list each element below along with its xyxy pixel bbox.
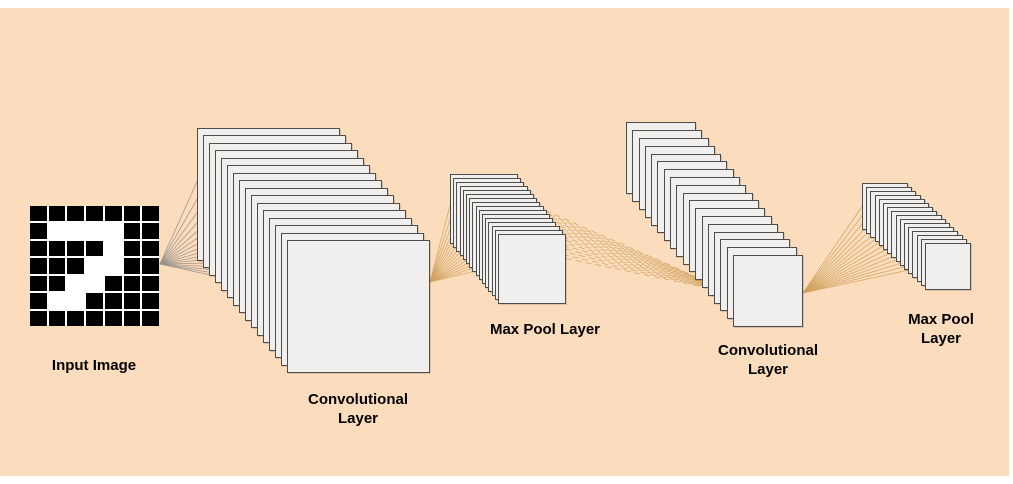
- input-pixel: [86, 206, 103, 222]
- input-image-label: Input Image: [51, 357, 137, 374]
- input-pixel: [48, 310, 66, 326]
- input-pixel: [123, 310, 141, 326]
- input-pixel: [104, 206, 122, 222]
- input-pixel: [104, 223, 122, 239]
- input-pixel: [67, 310, 85, 326]
- conv-layer-2-label-line1: Convolutional: [718, 342, 818, 359]
- input-pixel: [104, 240, 122, 257]
- input-pixel: [48, 258, 66, 274]
- input-pixel: [67, 258, 85, 274]
- input-pixel: [67, 293, 85, 309]
- max-pool-layer-2-label-line1: Max Pool: [908, 311, 974, 328]
- input-pixel: [48, 223, 66, 239]
- feature-map: [498, 234, 566, 304]
- input-pixel: [67, 240, 85, 257]
- input-pixel: [86, 258, 103, 274]
- input-pixel: [142, 240, 159, 257]
- input-pixel: [48, 293, 66, 309]
- input-pixel: [67, 223, 85, 239]
- input-pixel: [123, 240, 141, 257]
- conv-layer-1-label-line1: Convolutional: [308, 391, 408, 408]
- input-pixel: [104, 293, 122, 309]
- input-pixel: [30, 240, 47, 257]
- conv-layer-2-label: Convolutional Layer: [688, 341, 848, 379]
- feature-map: [287, 240, 430, 373]
- input-image-grid: [30, 206, 159, 326]
- input-pixel: [142, 258, 159, 274]
- feature-map: [925, 243, 971, 290]
- input-pixel: [142, 310, 159, 326]
- input-pixel: [48, 275, 66, 292]
- input-pixel: [142, 223, 159, 239]
- input-pixel: [123, 223, 141, 239]
- input-pixel: [86, 275, 103, 292]
- input-pixel: [104, 310, 122, 326]
- input-pixel: [30, 258, 47, 274]
- conv-layer-1-label: Convolutional Layer: [278, 390, 438, 428]
- input-pixel: [30, 275, 47, 292]
- input-pixel: [123, 275, 141, 292]
- input-pixel: [30, 310, 47, 326]
- input-pixel: [142, 275, 159, 292]
- max-pool-layer-2-label: Max Pool Layer: [881, 310, 1001, 348]
- conv-layer-2-label-line2: Layer: [747, 361, 789, 378]
- input-pixel: [104, 258, 122, 274]
- input-pixel: [86, 223, 103, 239]
- max-pool-layer-1-label-line1: Max Pool Layer: [489, 321, 601, 338]
- input-pixel: [30, 206, 47, 222]
- input-pixel: [123, 293, 141, 309]
- input-pixel: [123, 258, 141, 274]
- input-pixel: [142, 293, 159, 309]
- conv-layer-1-label-line2: Layer: [337, 410, 379, 427]
- input-pixel: [123, 206, 141, 222]
- input-pixel: [67, 275, 85, 292]
- input-pixel: [104, 275, 122, 292]
- input-pixel: [30, 223, 47, 239]
- input-pixel: [86, 293, 103, 309]
- max-pool-layer-2-label-line2: Layer: [920, 330, 962, 347]
- input-pixel: [48, 206, 66, 222]
- input-pixel: [48, 240, 66, 257]
- input-pixel: [67, 206, 85, 222]
- input-pixel: [86, 240, 103, 257]
- input-pixel: [30, 293, 47, 309]
- input-pixel: [142, 206, 159, 222]
- input-pixel: [86, 310, 103, 326]
- max-pool-layer-1-label: Max Pool Layer: [465, 320, 625, 339]
- feature-map: [733, 255, 803, 327]
